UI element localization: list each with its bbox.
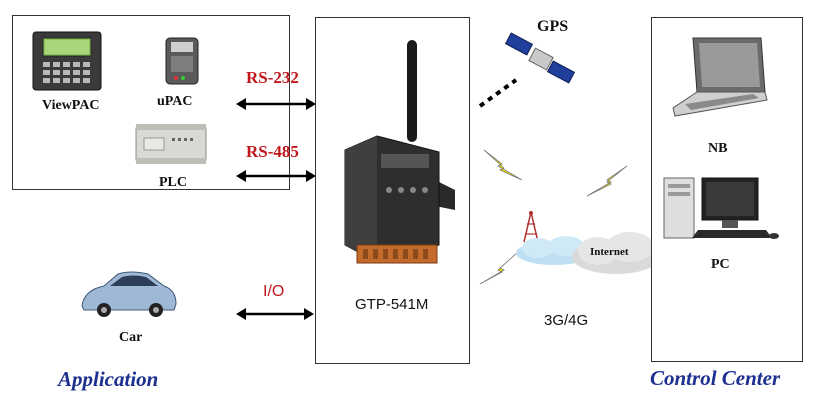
plc-device-icon [135, 124, 207, 164]
lightning-icon [479, 251, 519, 285]
internet-label: Internet [590, 246, 629, 258]
car-icon [81, 271, 177, 317]
rs485-label: RS-485 [246, 142, 299, 161]
rs485-arrow [236, 170, 316, 182]
viewpac-label: ViewPAC [42, 98, 100, 113]
car-label: Car [119, 330, 143, 345]
pc-icon [663, 177, 779, 239]
gps-signal-dashes [478, 78, 518, 108]
gps-label: GPS [537, 18, 569, 35]
io-label: I/O [263, 283, 285, 300]
upac-device-icon [165, 37, 199, 85]
pc-label: PC [711, 257, 730, 272]
control-center-section-title: Control Center [650, 366, 781, 390]
gateway-name-label: GTP-541M [355, 296, 429, 313]
rs232-arrow [236, 98, 316, 110]
nb-label: NB [708, 141, 728, 156]
application-section-title: Application [58, 367, 159, 391]
viewpac-device-icon [32, 31, 102, 91]
lightning-icon [586, 165, 628, 197]
rs232-label: RS-232 [246, 68, 299, 87]
io-arrow [236, 308, 314, 320]
upac-label: uPAC [157, 94, 193, 109]
lightning-icon [483, 149, 523, 181]
satellite-icon [504, 32, 576, 84]
cell-tower-icon [523, 211, 539, 243]
plc-label: PLC [159, 175, 187, 190]
notebook-icon [672, 37, 768, 117]
network-label: 3G/4G [544, 312, 589, 329]
internet-cloud-icon [572, 232, 660, 274]
gateway-device-icon [344, 40, 455, 264]
